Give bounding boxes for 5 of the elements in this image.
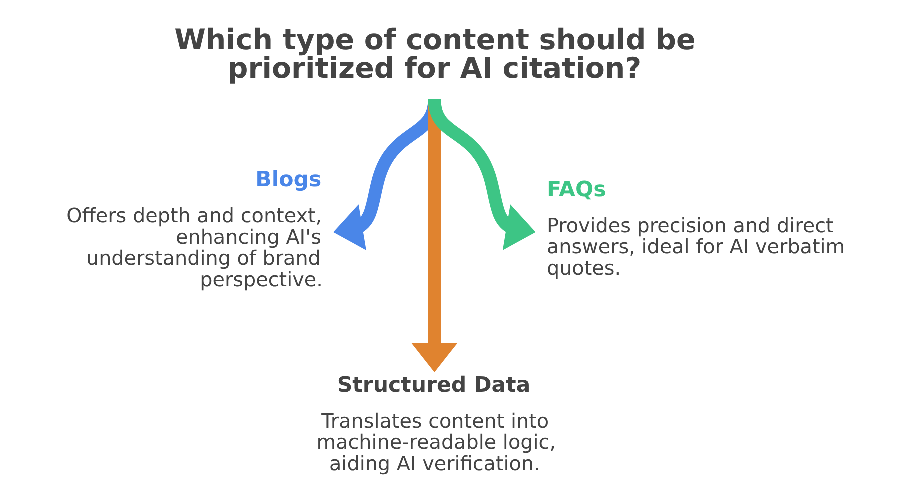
arrow: [428, 98, 536, 250]
node-text: Blogs Offers depth and context, enhancing AI's understanding of brand perspective.: [66, 168, 323, 292]
node-text: Which type of content should be prioritized for AI citation?: [174, 23, 696, 85]
node-text: FAQs Provides precision and direct answers, ideal for AI verbatim quotes.: [546, 178, 846, 280]
node-text: Structured Data Translates content into machine-readable logic, aiding AI verification.: [316, 372, 556, 476]
